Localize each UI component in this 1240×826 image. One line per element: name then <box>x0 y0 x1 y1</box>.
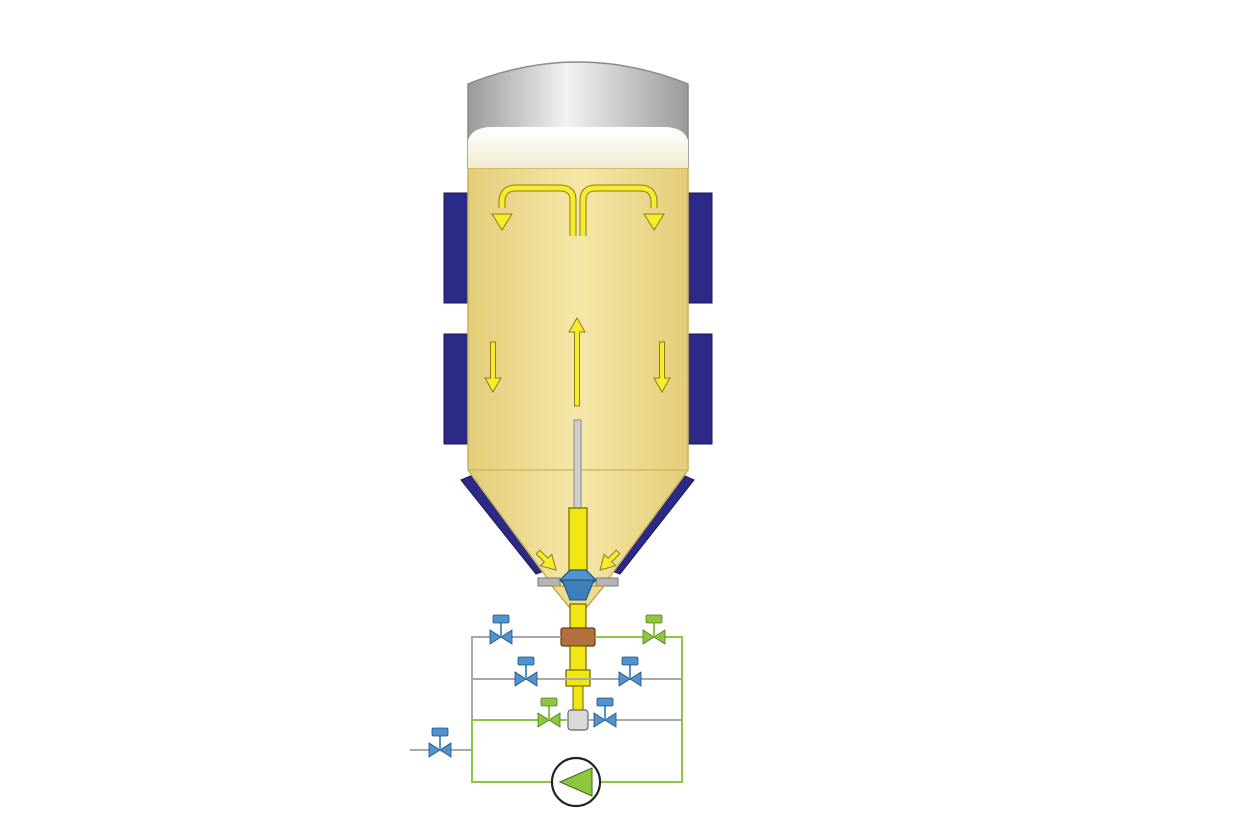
valve-top-right-icon <box>642 614 666 645</box>
pipe-grey-top-left <box>471 636 561 720</box>
jacket-upper-left <box>443 192 469 304</box>
flow-arrows <box>484 184 671 571</box>
flow-arrow-cone-in-right <box>599 549 621 571</box>
jacket-lower-right <box>687 333 713 445</box>
pipe-end-cap <box>567 709 589 731</box>
pipe-green-top-right <box>595 636 683 783</box>
foam-layer <box>468 127 688 168</box>
flow-arrow-cone-in-left <box>535 549 557 571</box>
valve-top-left-icon <box>489 614 513 645</box>
flow-arrow-wall-down-right <box>653 341 671 394</box>
flow-arrow-center-up <box>568 316 586 407</box>
pipe-stack-upper <box>569 603 587 629</box>
valve-low-left-icon <box>537 697 561 728</box>
outlet-flange-right <box>595 577 619 587</box>
valve-low-right-icon <box>593 697 617 728</box>
valve-mid-left-icon <box>514 656 538 687</box>
center-tube <box>573 419 582 511</box>
pipe-stack-middle <box>569 645 587 673</box>
jacket-upper-right <box>687 192 713 304</box>
valves <box>428 614 666 758</box>
valve-mid-right-icon <box>618 656 642 687</box>
outlet-flange-left <box>537 577 561 587</box>
piping-network <box>410 636 683 783</box>
flow-arrow-recirculation-left <box>491 184 577 236</box>
valve-inlet-icon <box>428 727 452 758</box>
pipe-stack-lower <box>572 685 584 711</box>
yeast-pipe-upper <box>568 507 588 575</box>
copper-coupling <box>560 627 596 647</box>
jacket-lower-left <box>443 333 469 445</box>
bottom-valve-lower <box>561 579 595 601</box>
pipe-green-loop-left <box>471 720 552 783</box>
flow-arrow-wall-down-left <box>484 341 502 394</box>
flow-arrow-recirculation-right <box>579 184 665 236</box>
circulation-pump-icon <box>550 756 602 808</box>
